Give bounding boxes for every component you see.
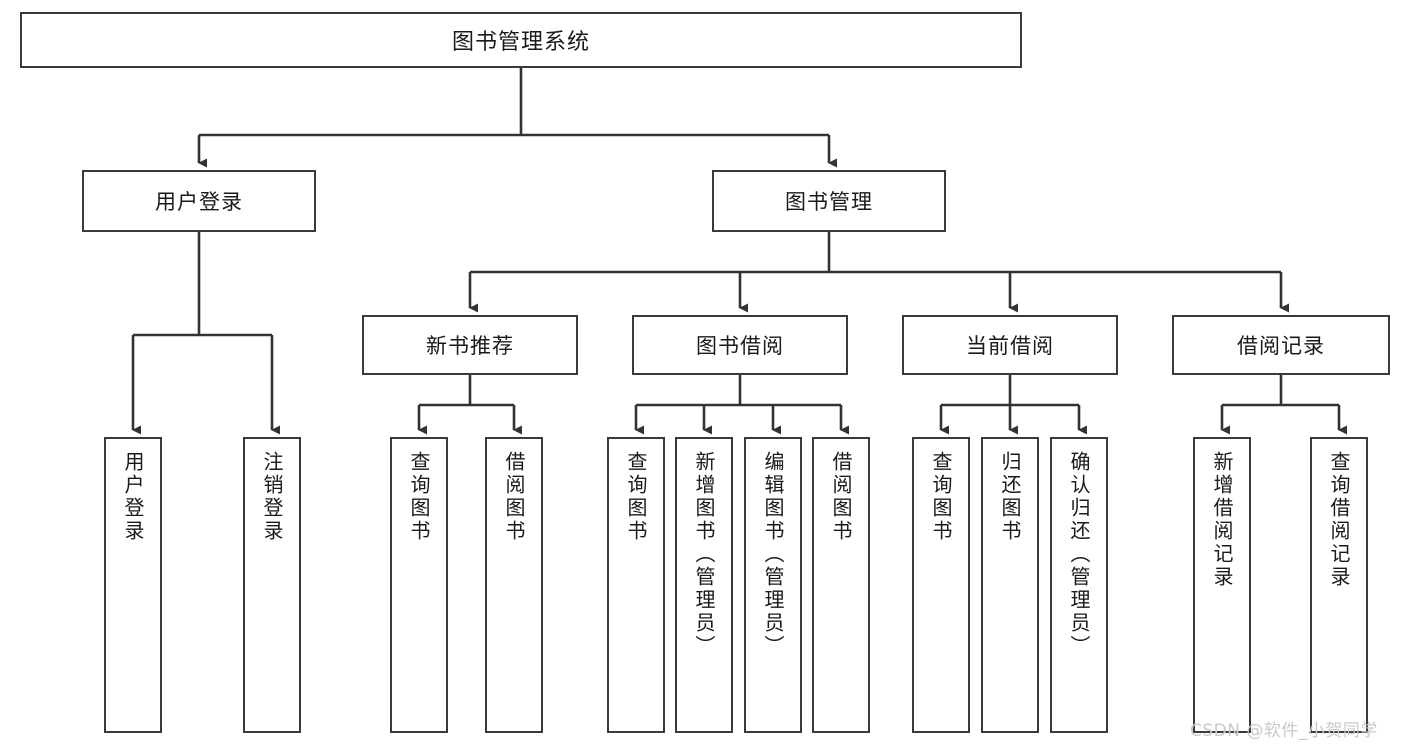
node-current-borrow[interactable]: 当前借阅 bbox=[902, 315, 1118, 375]
node-leaf-newbook-query-label: 查询图书 bbox=[407, 451, 431, 543]
node-leaf-borrow-edit[interactable]: 编辑图书（管理员） bbox=[744, 437, 802, 733]
node-book-management[interactable]: 图书管理 bbox=[712, 170, 946, 232]
node-leaf-newbook-borrow[interactable]: 借阅图书 bbox=[485, 437, 543, 733]
node-leaf-user-login-label: 用户登录 bbox=[121, 451, 145, 543]
node-leaf-borrow-edit-label: 编辑图书（管理员） bbox=[761, 451, 785, 658]
node-leaf-current-confirm-return[interactable]: 确认归还（管理员） bbox=[1050, 437, 1108, 733]
node-leaf-logout[interactable]: 注销登录 bbox=[243, 437, 301, 733]
node-leaf-current-query-label: 查询图书 bbox=[929, 451, 953, 543]
node-leaf-current-return[interactable]: 归还图书 bbox=[981, 437, 1039, 733]
node-leaf-borrow-query-label: 查询图书 bbox=[624, 451, 648, 543]
node-leaf-record-query[interactable]: 查询借阅记录 bbox=[1310, 437, 1368, 733]
node-leaf-newbook-borrow-label: 借阅图书 bbox=[502, 451, 526, 543]
node-leaf-record-add-label: 新增借阅记录 bbox=[1210, 451, 1234, 589]
node-leaf-current-return-label: 归还图书 bbox=[998, 451, 1022, 543]
node-leaf-current-confirm-return-label: 确认归还（管理员） bbox=[1067, 451, 1091, 658]
node-leaf-borrow-book-label: 借阅图书 bbox=[829, 451, 853, 543]
node-book-borrow[interactable]: 图书借阅 bbox=[632, 315, 848, 375]
node-borrow-record[interactable]: 借阅记录 bbox=[1172, 315, 1390, 375]
csdn-watermark: CSDN @软件_小贺同学 bbox=[1190, 721, 1378, 741]
node-leaf-borrow-add-label: 新增图书（管理员） bbox=[692, 451, 716, 658]
node-root-system[interactable]: 图书管理系统 bbox=[20, 12, 1022, 68]
node-leaf-logout-label: 注销登录 bbox=[260, 451, 284, 543]
node-leaf-record-add[interactable]: 新增借阅记录 bbox=[1193, 437, 1251, 733]
node-leaf-user-login[interactable]: 用户登录 bbox=[104, 437, 162, 733]
node-user-login[interactable]: 用户登录 bbox=[82, 170, 316, 232]
node-leaf-record-query-label: 查询借阅记录 bbox=[1327, 451, 1351, 589]
node-new-book-recommend[interactable]: 新书推荐 bbox=[362, 315, 578, 375]
node-leaf-current-query[interactable]: 查询图书 bbox=[912, 437, 970, 733]
node-leaf-newbook-query[interactable]: 查询图书 bbox=[390, 437, 448, 733]
node-leaf-borrow-query[interactable]: 查询图书 bbox=[607, 437, 665, 733]
node-leaf-borrow-book[interactable]: 借阅图书 bbox=[812, 437, 870, 733]
node-leaf-borrow-add[interactable]: 新增图书（管理员） bbox=[675, 437, 733, 733]
